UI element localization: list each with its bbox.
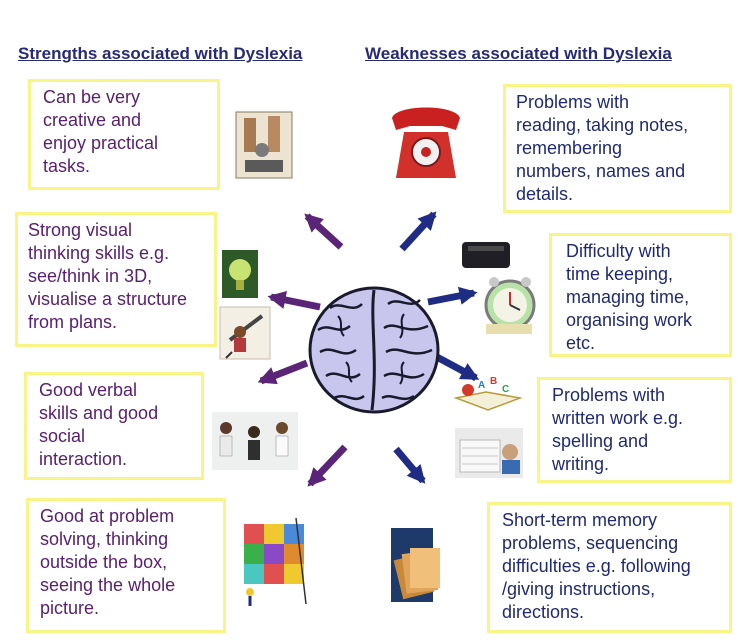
group-conversation-icon xyxy=(212,412,298,470)
abc-book-icon: A B C xyxy=(453,376,523,411)
arrow-to-short-term-memory xyxy=(393,446,426,484)
arrow-to-time-keeping xyxy=(427,286,478,306)
weakness-box-time-keeping: Difficulty with time keeping, managing t… xyxy=(549,233,732,357)
strength-box-visual-thinking: Strong visual thinking skills e.g. see/t… xyxy=(15,212,217,347)
svg-text:A: A xyxy=(478,380,485,391)
strength-box-problem-solving: Good at problem solving, thinking outsid… xyxy=(26,498,226,633)
arrow-to-problem-solving xyxy=(307,444,348,487)
arrow-to-creative xyxy=(304,213,344,250)
arrow-to-verbal-skills xyxy=(257,359,309,385)
arrow-to-visual-thinking xyxy=(267,290,321,311)
svg-text:C: C xyxy=(502,384,509,395)
weakness-box-written-work: Problems with written work e.g. spelling… xyxy=(537,377,732,483)
person-with-telescope-icon xyxy=(219,306,271,360)
hands-crafting-icon xyxy=(235,111,293,179)
red-telephone-icon xyxy=(392,107,460,178)
file-folders-icon xyxy=(391,528,440,602)
weaknesses-heading: Weaknesses associated with Dyslexia xyxy=(365,44,672,63)
arrow-to-reading xyxy=(399,211,437,252)
weakness-box-short-term-memory: Short-term memory problems, sequencing d… xyxy=(487,502,732,633)
strengths-heading: Strengths associated with Dyslexia xyxy=(18,44,303,63)
arrow-to-written-work xyxy=(433,352,480,382)
strength-box-creative: Can be very creative and enjoy practical… xyxy=(28,79,220,190)
puzzle-cube-icon xyxy=(244,517,307,606)
weakness-box-reading: Problems with reading, taking notes, rem… xyxy=(503,84,732,213)
student-with-papers-icon xyxy=(455,428,523,478)
lightbulb-icon xyxy=(222,250,258,298)
svg-text:B: B xyxy=(490,376,497,387)
organiser-and-alarm-clock-icon xyxy=(462,242,536,334)
strength-box-verbal-skills: Good verbal skills and good social inter… xyxy=(24,372,204,480)
brain-icon xyxy=(308,286,440,414)
